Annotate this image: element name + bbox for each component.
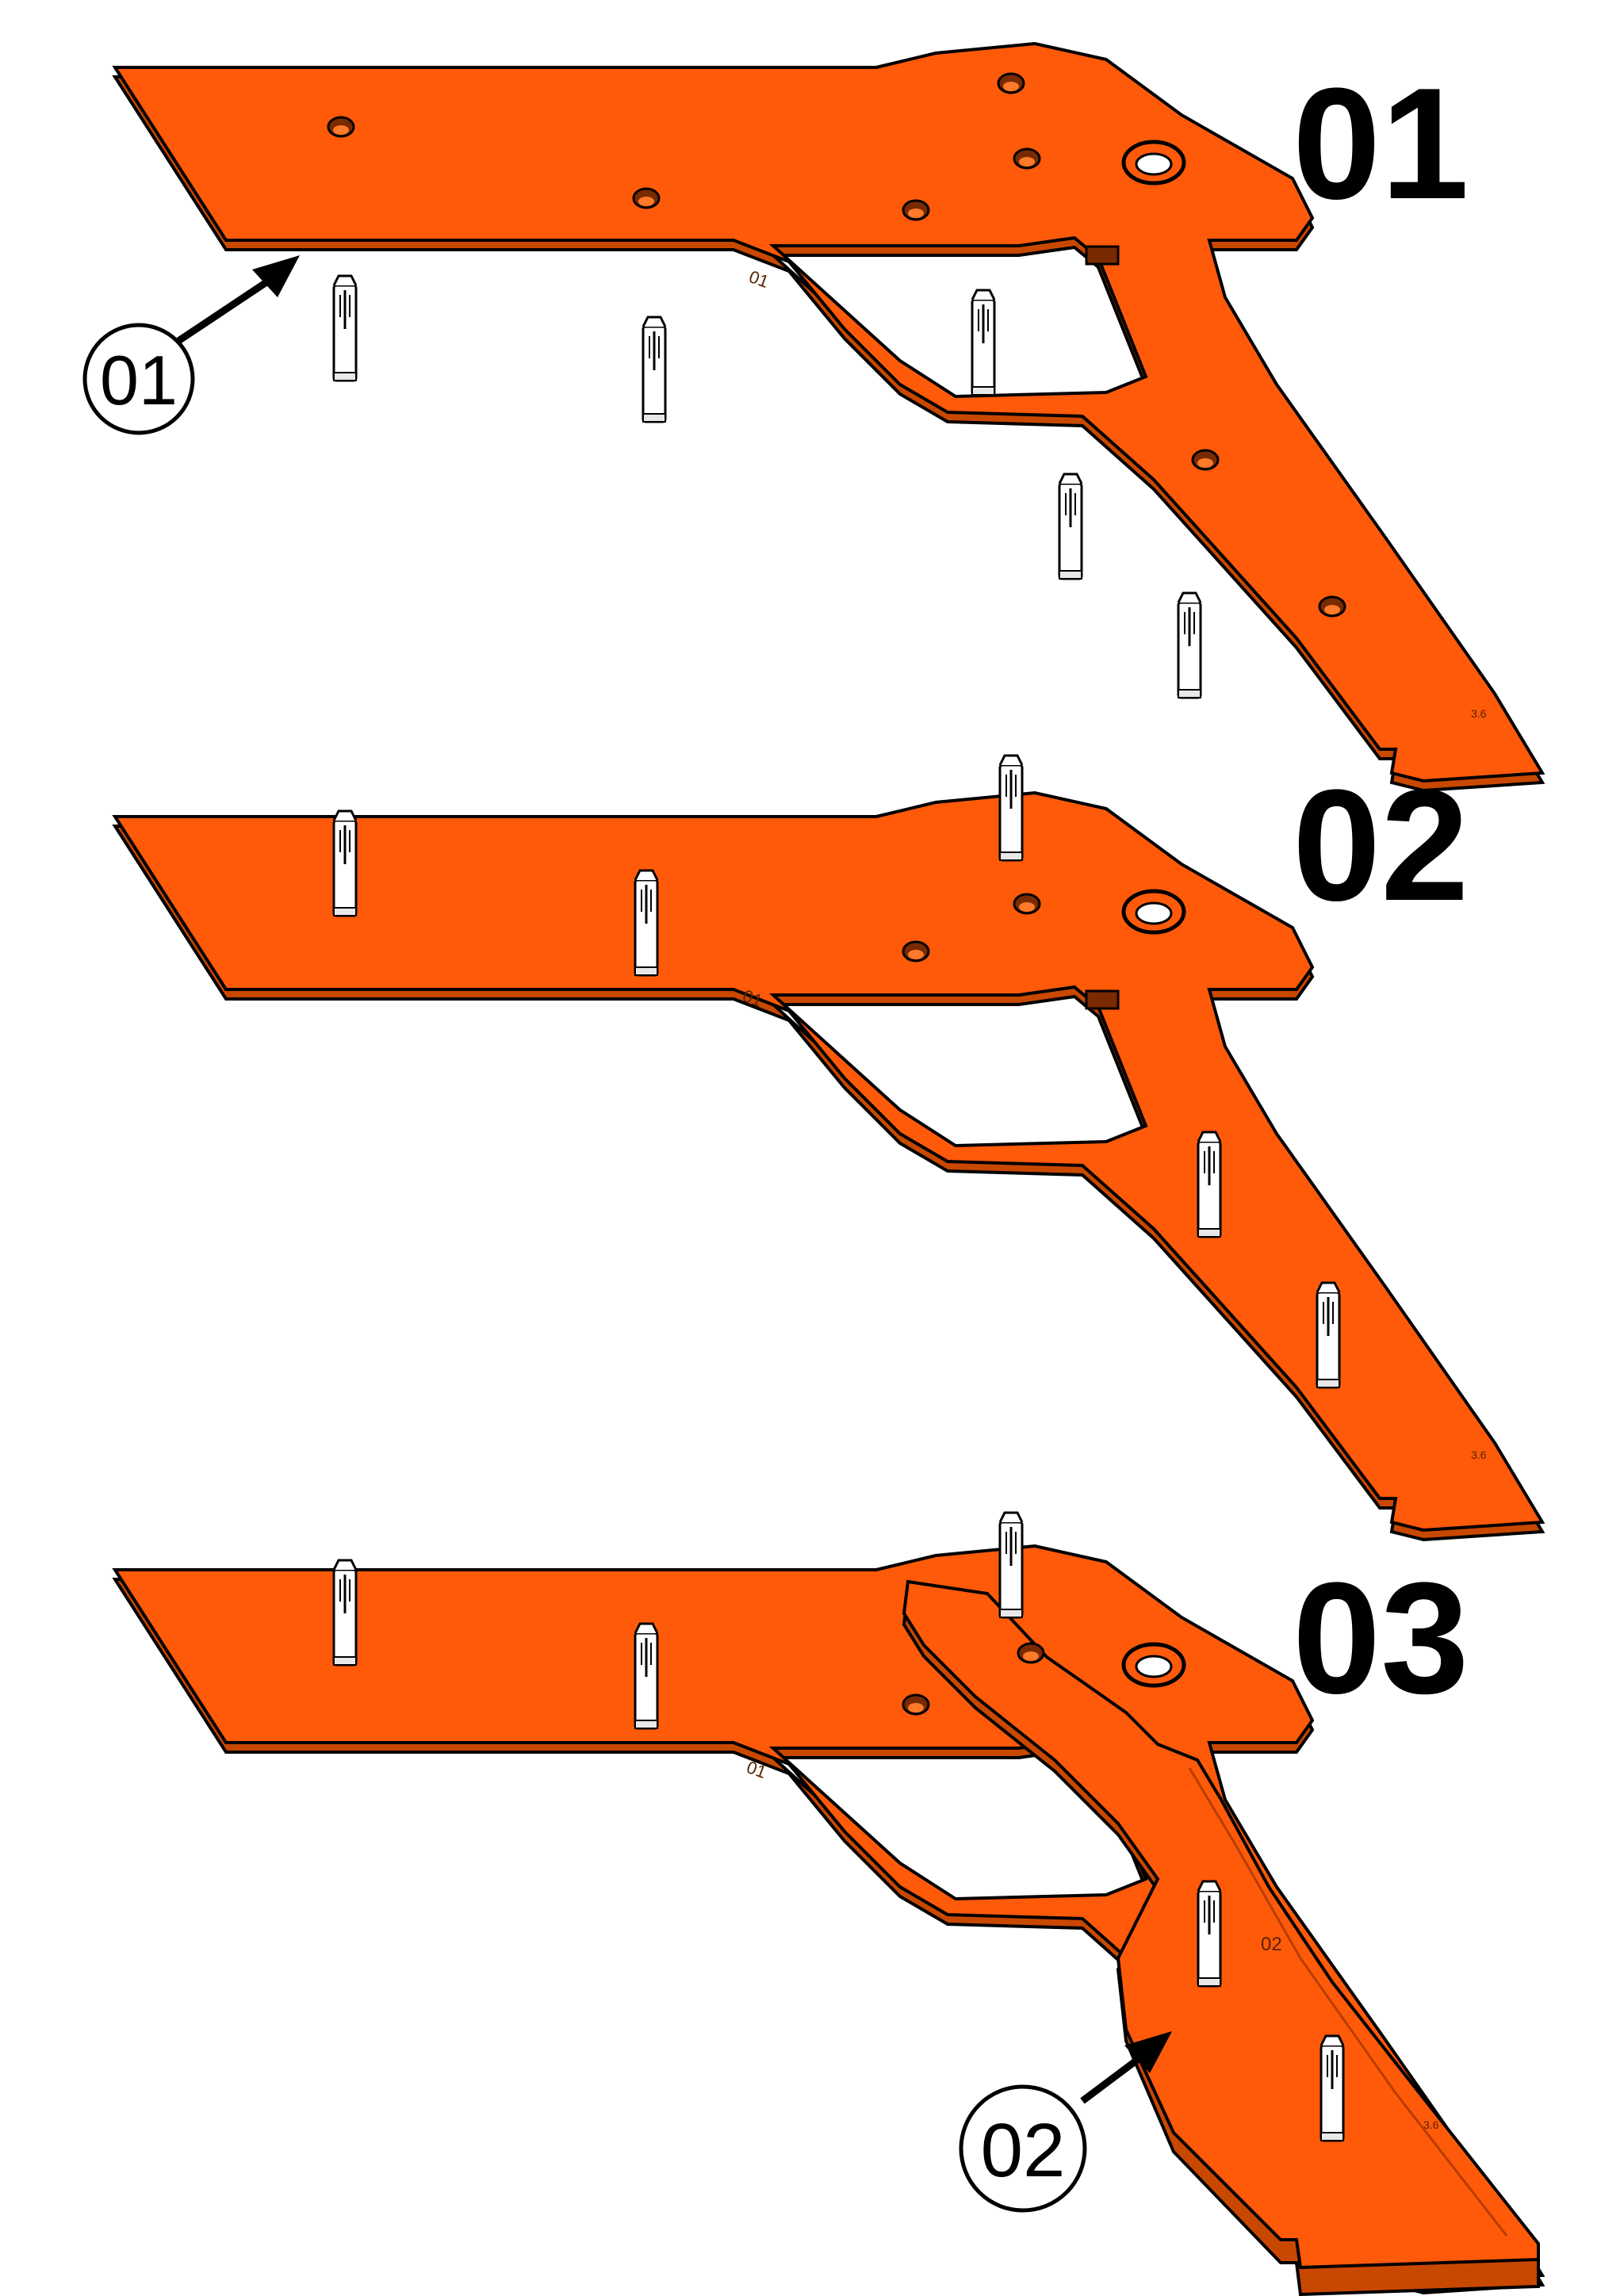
pin-inserted-5 bbox=[1316, 1281, 1341, 1389]
small-mark: 3.6 bbox=[1471, 1448, 1487, 1461]
callout-01-label: 01 bbox=[100, 341, 178, 419]
second-part-engraving: 02 bbox=[1261, 1934, 1282, 1955]
hole-7 bbox=[1318, 595, 1346, 618]
trigger-guard-ring-inner bbox=[1135, 152, 1173, 176]
pin-step3-4 bbox=[1197, 1880, 1222, 1988]
step-01-label: 01 bbox=[1293, 55, 1469, 232]
hole-1 bbox=[327, 116, 355, 138]
trigger-guard-ring-inner bbox=[1135, 1655, 1173, 1678]
pin-inserted-3 bbox=[998, 754, 1024, 862]
slot bbox=[1085, 989, 1120, 1010]
second-part-inner-edge bbox=[1188, 1767, 1508, 2237]
pin-step3-2 bbox=[634, 1622, 659, 1730]
trigger-guard-ring-inner bbox=[1135, 901, 1173, 925]
step-03-label: 03 bbox=[1293, 1550, 1469, 1727]
pin-inserted-4 bbox=[1197, 1131, 1222, 1238]
hole-3 bbox=[902, 940, 930, 962]
hole-3 bbox=[902, 1693, 930, 1716]
slot bbox=[1085, 245, 1120, 266]
step-02: 01 3.6 bbox=[113, 791, 1544, 1541]
pin-loose-2 bbox=[642, 316, 667, 423]
hole-6 bbox=[1191, 449, 1220, 471]
hole-3 bbox=[902, 199, 930, 221]
hole-second-part bbox=[1017, 1642, 1045, 1664]
pin-step3-3 bbox=[998, 1511, 1024, 1619]
hole-2 bbox=[632, 187, 661, 209]
small-mark: 3.6 bbox=[1423, 2118, 1439, 2131]
hole-4 bbox=[997, 72, 1025, 94]
callout-01: 01 bbox=[82, 255, 300, 435]
pin-inserted-1 bbox=[332, 809, 358, 917]
arrow-icon bbox=[1124, 2031, 1172, 2073]
callout-02-label: 02 bbox=[981, 2108, 1066, 2193]
hole-5 bbox=[1013, 147, 1041, 170]
pin-step3-5 bbox=[1320, 2034, 1345, 2142]
step-02-label: 02 bbox=[1293, 757, 1469, 934]
callout-02: 02 bbox=[959, 2031, 1172, 2213]
pin-loose-3 bbox=[971, 289, 996, 396]
plate-engraving: 01 bbox=[746, 266, 772, 292]
pin-inserted-2 bbox=[634, 869, 659, 977]
hole-5 bbox=[1013, 893, 1041, 915]
pin-loose-5 bbox=[1177, 591, 1202, 699]
arrow-icon bbox=[252, 255, 300, 297]
pin-loose-1 bbox=[332, 274, 358, 382]
small-mark: 3.6 bbox=[1471, 707, 1487, 720]
pin-loose-4 bbox=[1058, 473, 1083, 580]
pin-step3-1 bbox=[332, 1559, 358, 1667]
